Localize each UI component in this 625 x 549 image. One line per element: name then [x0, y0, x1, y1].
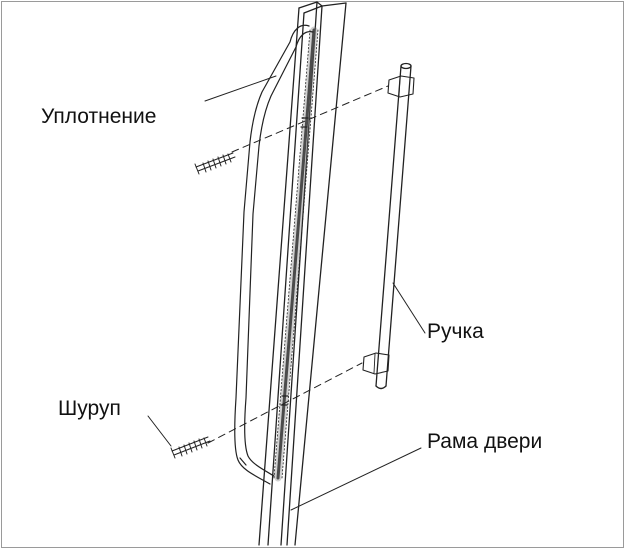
label-seal: Уплотнение: [41, 105, 157, 128]
screw-bottom: [170, 436, 211, 459]
label-screw: Шуруп: [58, 397, 121, 420]
mounting-hole-top: [300, 117, 309, 128]
handle-bar: [362, 62, 415, 390]
label-handle: Ручка: [427, 320, 484, 343]
leader-handle: [392, 282, 426, 334]
door-frame: [258, 1, 347, 546]
label-door-frame: Рама двери: [427, 430, 543, 453]
alignment-lines: [207, 85, 389, 444]
leader-frame: [290, 447, 422, 511]
mounting-hole-bottom: [280, 395, 289, 406]
leader-lines: [147, 75, 426, 511]
leader-seal: [204, 75, 277, 102]
seal-profile: [234, 24, 314, 485]
screw-top: [194, 152, 236, 175]
leader-screw: [147, 415, 172, 447]
